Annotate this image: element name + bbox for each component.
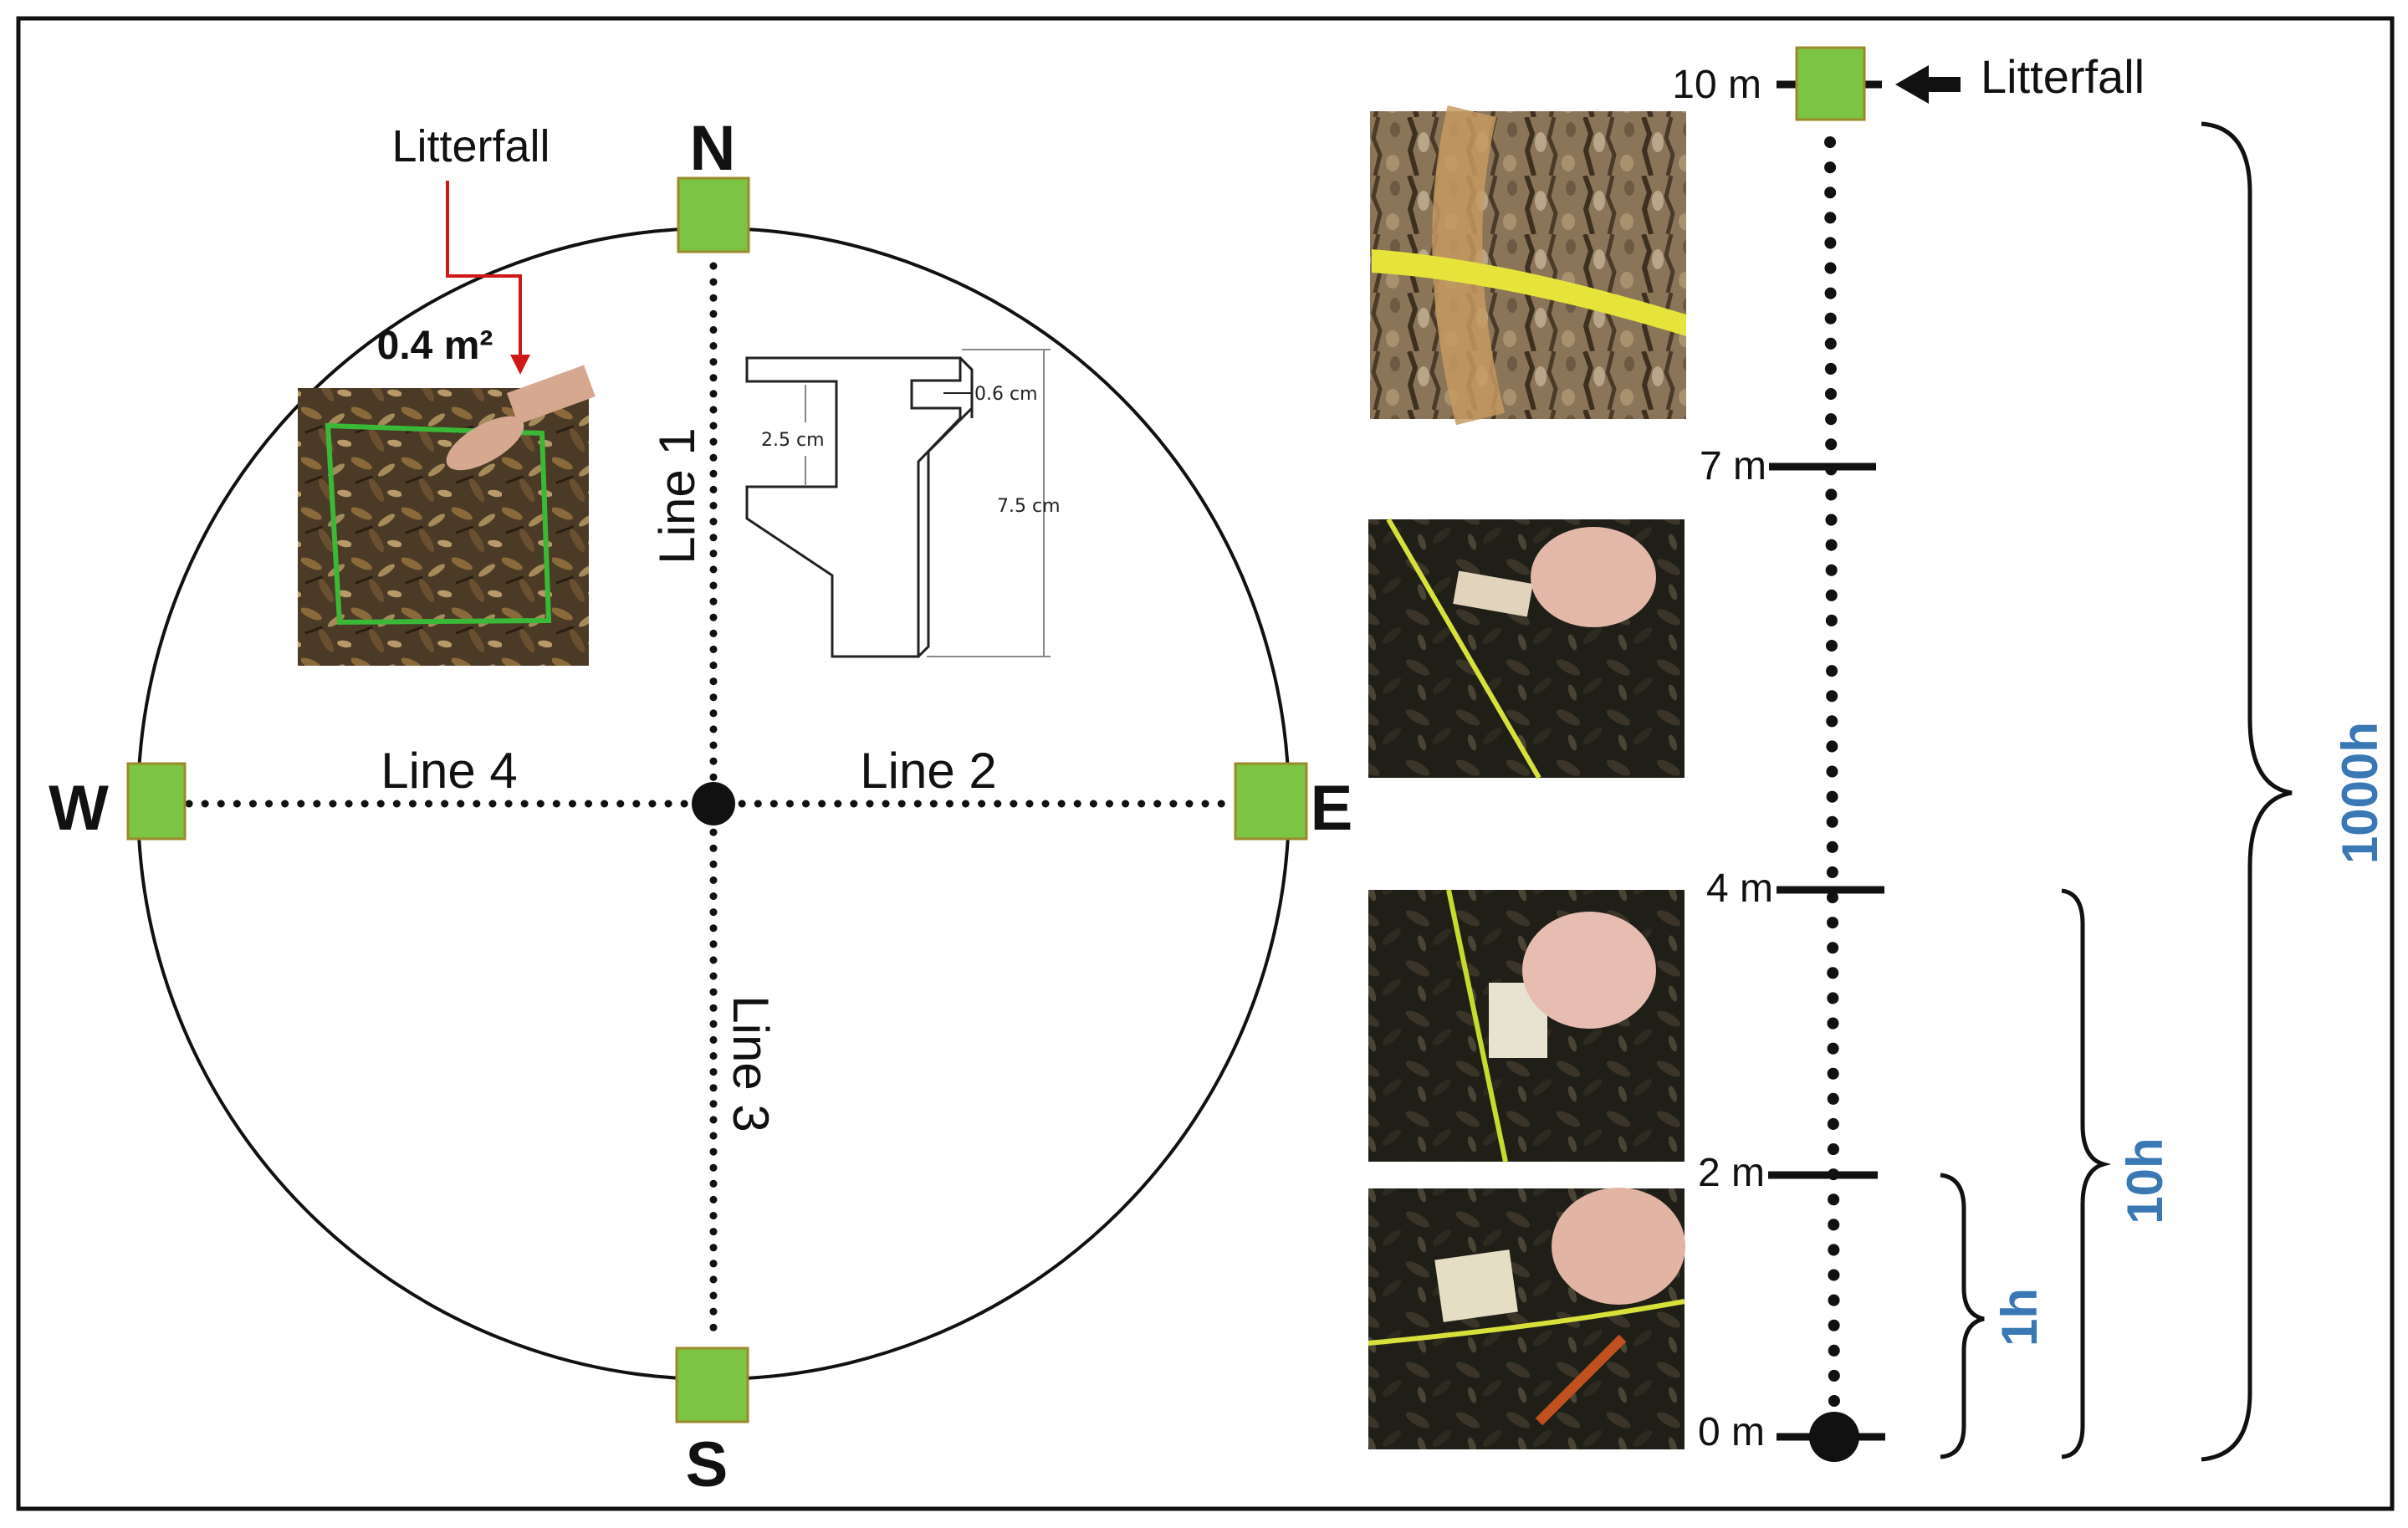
litter-plot-photo [298, 365, 596, 666]
marker-4m: 4 m [1706, 866, 1773, 911]
marker-2m: 2 m [1698, 1151, 1765, 1195]
line-2-label: Line 2 [860, 743, 996, 799]
fuel-class-1000h: 1000h [2332, 722, 2388, 864]
fuel-class-10h: 10h [2117, 1137, 2173, 1224]
north-label: N [690, 113, 736, 184]
marker-10m: 10 m [1672, 63, 1761, 107]
fuel-class-1h: 1h [1991, 1288, 2048, 1347]
gauge-use-photo-2 [1368, 889, 1685, 1163]
litterfall-callout-arrowhead [510, 355, 530, 375]
litterfall-trap-east [1234, 762, 1308, 841]
litterfall-trap-west [126, 762, 187, 841]
gauge-dim-height: 2.5 cm [761, 430, 825, 451]
fuel-gauge-drawing [745, 349, 1051, 658]
brace-1h [1940, 1173, 1985, 1459]
transect-line [1824, 136, 1840, 1419]
gauge-dim-slot: 0.6 cm [974, 384, 1038, 405]
brace-10h [2061, 888, 2112, 1459]
litterfall-callout-label: Litterfall [391, 121, 550, 171]
gauge-dim-total: 7.5 cm [997, 496, 1061, 517]
figure-frame [16, 16, 2395, 1511]
litterfall-trap-north [677, 176, 750, 253]
tree-tape-photo [1370, 105, 1686, 426]
plot-center-point [692, 782, 735, 825]
east-label: E [1311, 773, 1353, 844]
litterfall-trap-south [675, 1347, 749, 1423]
transect-litterfall-trap [1795, 46, 1866, 121]
transect-litterfall-label: Litterfall [1981, 50, 2145, 103]
brace-1000h [2201, 121, 2293, 1462]
line-1-label: Line 1 [649, 427, 705, 564]
marker-0m: 0 m [1698, 1410, 1765, 1454]
transect-origin-point [1809, 1412, 1859, 1462]
marker-7m: 7 m [1700, 444, 1766, 488]
line-3-label: Line 3 [723, 995, 779, 1132]
line-4-label: Line 4 [381, 743, 517, 799]
litterfall-callout-arrow [446, 181, 522, 358]
west-label: W [49, 773, 109, 844]
transect-litterfall-arrow [1895, 65, 1961, 104]
gauge-use-photo-1 [1368, 518, 1685, 779]
south-label: S [686, 1429, 729, 1500]
gauge-use-photo-3 [1368, 1188, 1685, 1449]
plot-area-label: 0.4 m² [377, 324, 493, 368]
